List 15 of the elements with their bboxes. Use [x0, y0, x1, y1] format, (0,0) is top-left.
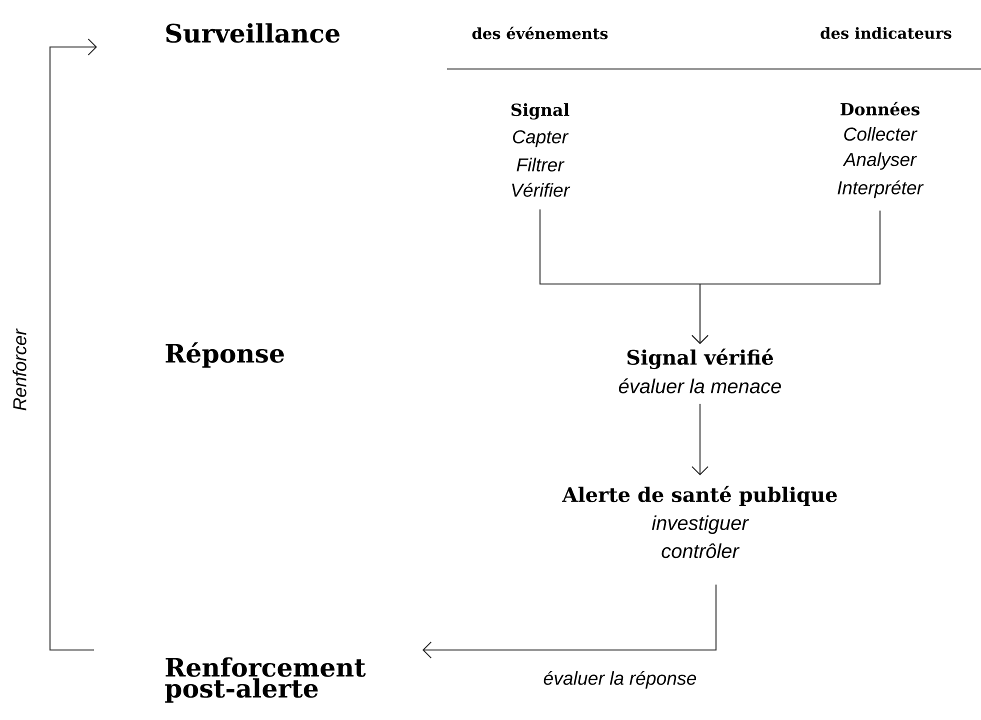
column-heading: des événements [472, 26, 608, 40]
edge-label: Renforcer [12, 328, 26, 410]
heading-text: Réponse [166, 342, 284, 368]
arrow [692, 404, 708, 476]
step-text: Alerte de santé publique investiguer contrôler [562, 486, 837, 558]
heading-text: Surveillance [166, 23, 340, 43]
arrow [692, 210, 881, 344]
step-text: Données Collecter Analyser Interpréter [838, 102, 924, 198]
arrow [49, 38, 97, 651]
edge-label: évaluer la réponse [544, 670, 696, 689]
column-heading: des indicateurs [820, 27, 952, 39]
arrow [422, 584, 717, 658]
step-text: Signal Capter Filtrer Vérifier [511, 103, 570, 197]
heading-text: Renforcement post-alerte [165, 657, 366, 703]
step-text: Signal vérifié évaluer la menace [618, 348, 781, 394]
